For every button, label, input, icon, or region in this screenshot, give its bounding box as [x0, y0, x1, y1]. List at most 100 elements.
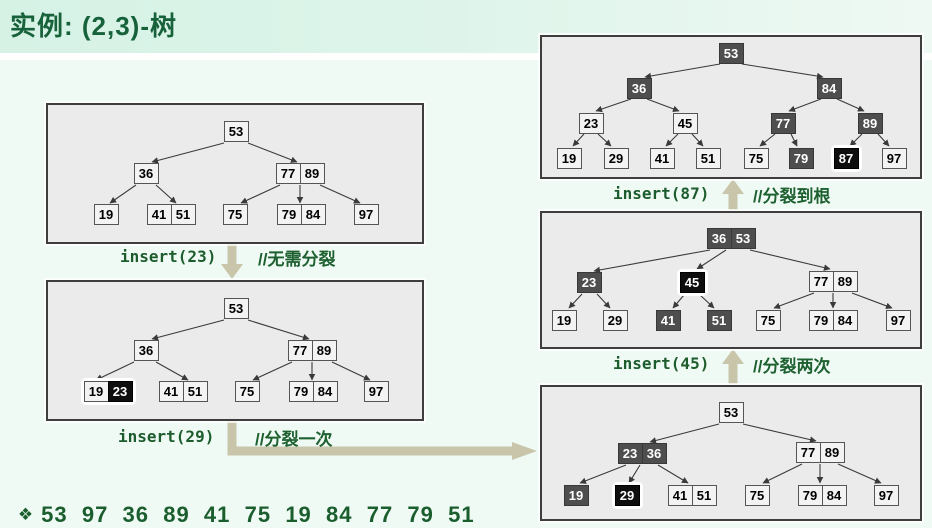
tree-edge [155, 361, 189, 381]
tree-key: 84 [821, 485, 847, 506]
arrow-up-insert-87 [722, 179, 744, 210]
tree-node-19: 19 [563, 485, 589, 506]
tree-key: 87 [833, 148, 859, 169]
tree-key: 19 [551, 310, 577, 331]
tree-edge [247, 142, 298, 163]
tree-key: 45 [679, 272, 705, 293]
tree-key: 77 [287, 340, 313, 361]
tree-key: 79 [788, 148, 814, 169]
tree-edge [762, 463, 803, 484]
tree-edge [95, 361, 135, 381]
tree-node-75: 75 [755, 310, 781, 331]
tree-key: 51 [182, 381, 208, 402]
tree-node-75: 75 [743, 148, 769, 169]
tree-key: 41 [146, 204, 172, 225]
tree-edge [877, 133, 890, 147]
tree-edge [672, 294, 685, 309]
tree-node-75: 75 [222, 204, 248, 225]
tree-edge [696, 249, 727, 270]
tree-node-51: 51 [706, 310, 732, 331]
tree-edge [568, 293, 583, 309]
tree-key: 84 [300, 204, 326, 225]
tree-key: 29 [603, 148, 629, 169]
arrow-up-insert-45 [722, 349, 744, 384]
arrow-down-insert-23 [221, 241, 243, 279]
tree-edge [252, 361, 293, 381]
tree-key: 77 [770, 113, 796, 134]
tree-key: 51 [695, 148, 721, 169]
tree-key: 53 [223, 121, 249, 142]
insert-29-code: insert(29) [118, 427, 215, 446]
tree-node-19: 19 [556, 148, 582, 169]
tree-key: 53 [718, 402, 744, 423]
tree-key: 23 [576, 272, 602, 293]
tree-node-19: 19 [93, 204, 119, 225]
tree-key: 53 [718, 43, 744, 64]
tree-key: 79 [808, 310, 834, 331]
tree-key: 23 [578, 113, 604, 134]
tree-node-77: 77 [770, 113, 796, 134]
tree-node-53: 53 [223, 121, 249, 142]
tree-node-97: 97 [363, 381, 389, 402]
tree-key: 75 [755, 310, 781, 331]
tree-edges [568, 249, 893, 309]
tree-edge [628, 464, 641, 484]
tree-edge [837, 463, 882, 484]
tree-node-97: 97 [885, 310, 911, 331]
insert-29-comment: //分裂一次 [255, 430, 333, 449]
tree-edge [240, 184, 281, 204]
header-underline [0, 53, 932, 60]
insert-23-code: insert(23) [120, 247, 217, 266]
tree-node-97: 97 [353, 204, 379, 225]
tree-key: 75 [743, 148, 769, 169]
insert-87-comment: //分裂到根 [753, 187, 831, 206]
tree-key: 36 [706, 228, 732, 249]
tree-key: 19 [563, 485, 589, 506]
tree-edge [691, 133, 704, 147]
tree-key: 41 [649, 148, 675, 169]
tree-node-29: 29 [614, 485, 640, 506]
insert-45-code: insert(45) [613, 354, 710, 373]
tree-key: 23 [617, 443, 643, 464]
tree-key: 77 [808, 271, 834, 292]
tree-key: 29 [614, 485, 640, 506]
sequence-text: 53 97 36 89 41 75 19 84 77 79 51 [41, 502, 475, 527]
tree-key: 89 [311, 340, 337, 361]
tree-edges [572, 63, 890, 147]
tree-edges [109, 142, 361, 204]
tree-edge [331, 361, 371, 381]
tree-key: 36 [641, 443, 667, 464]
tree-edge [155, 184, 177, 204]
tree-node-36: 36 [133, 163, 159, 184]
tree-edge [151, 142, 225, 164]
tree-key: 97 [353, 204, 379, 225]
tree-node-45: 45 [672, 113, 698, 134]
tree-edge [593, 249, 711, 274]
tree-node-23: 23 [578, 113, 604, 134]
tree-node-79: 79 [788, 148, 814, 169]
tree-edge [644, 63, 721, 80]
tree-edge [646, 98, 680, 112]
tree-key: 79 [288, 381, 314, 402]
insert-23-comment: //无需分裂 [258, 250, 336, 269]
tree-node-87: 87 [833, 148, 859, 169]
tree-node-53: 53 [718, 402, 744, 423]
tree-key: 89 [819, 442, 845, 463]
tree-edge [649, 423, 720, 444]
tree-edge [579, 464, 627, 484]
tree-edge [836, 98, 865, 112]
tree-edge [597, 133, 612, 147]
tree-key: 53 [223, 298, 249, 319]
